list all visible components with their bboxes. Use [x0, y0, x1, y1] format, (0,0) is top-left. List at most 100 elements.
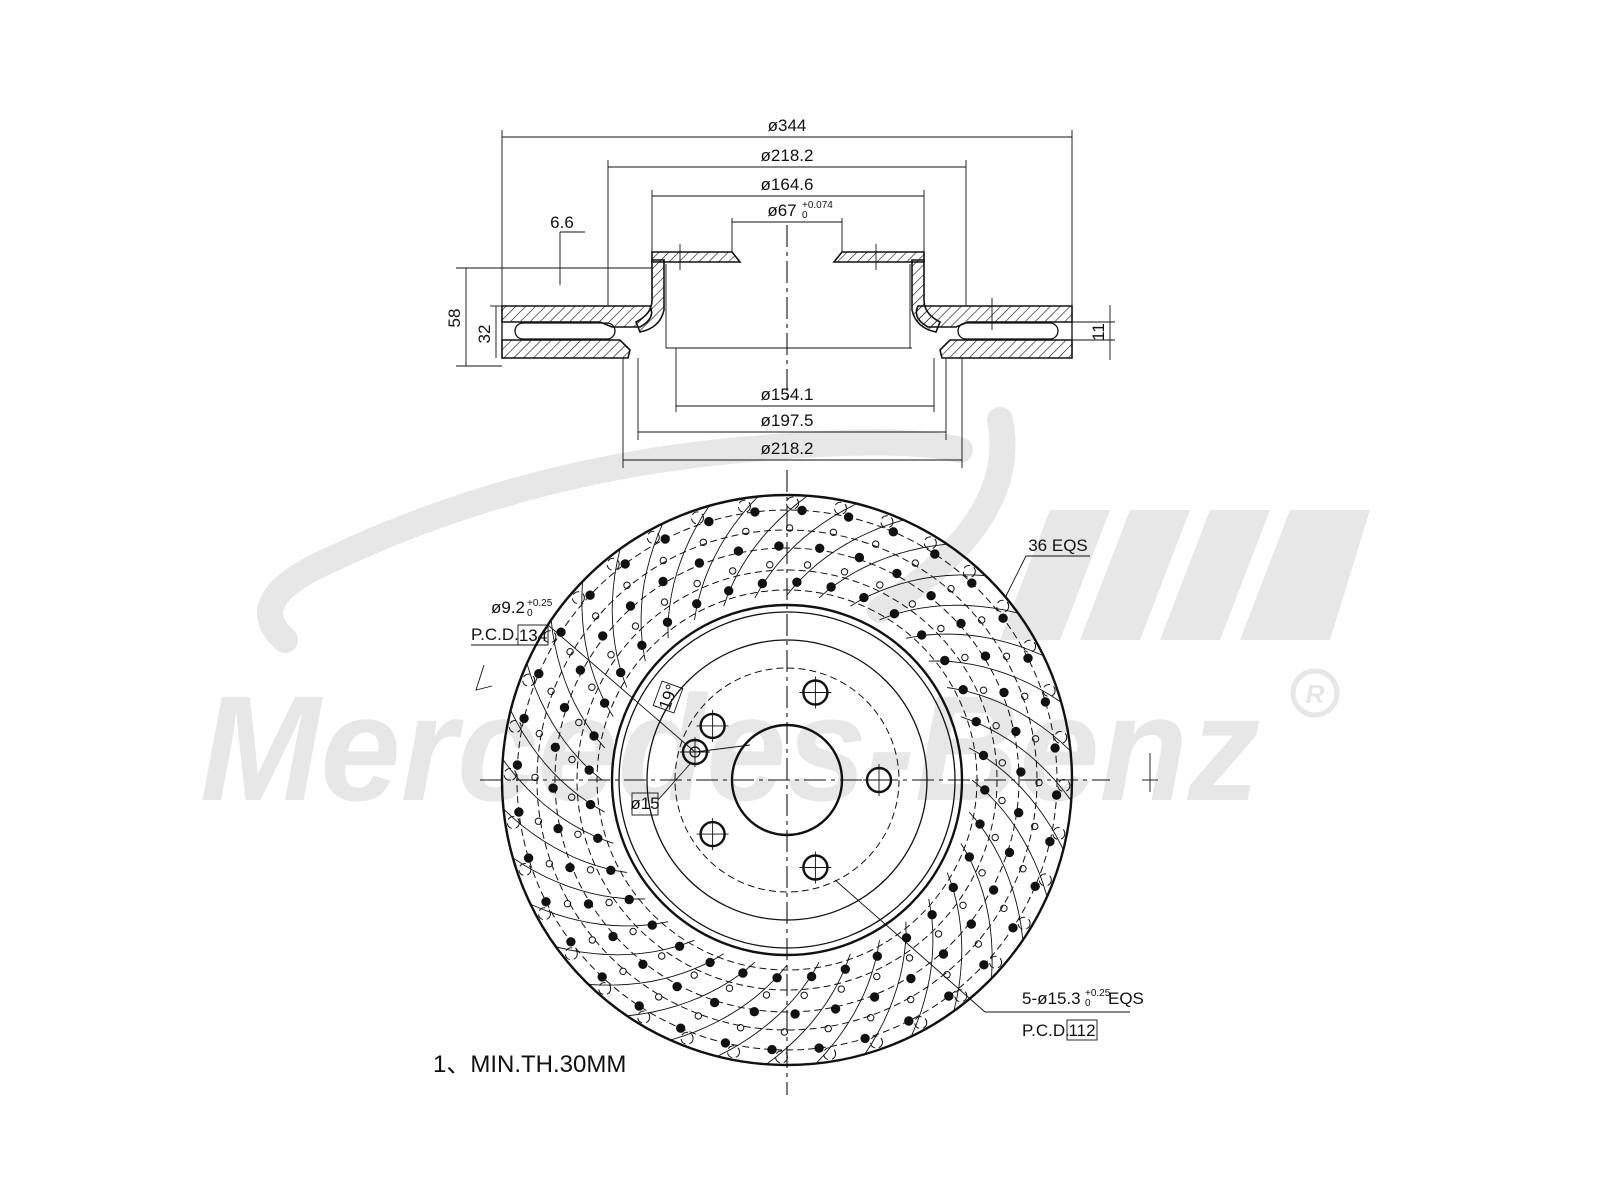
edge-scallop: [962, 564, 976, 578]
edge-scallop: [506, 816, 520, 830]
drill-hole: [1051, 790, 1062, 800]
edge-scallop: [914, 1016, 928, 1030]
drill-hole: [826, 582, 836, 592]
drill-hole: [948, 882, 958, 893]
curved-slot: [717, 961, 820, 1057]
drill-hole: [720, 1038, 731, 1048]
drill-hole: [1019, 865, 1027, 873]
drill-hole: [873, 972, 881, 981]
drill-hole: [998, 796, 1006, 805]
drill-hole: [660, 598, 669, 606]
drill-hole: [694, 1012, 702, 1020]
registered-mark-icon: [1290, 668, 1340, 718]
curved-slot: [550, 620, 606, 749]
drill-hole: [1023, 653, 1033, 663]
watermark-brand: Mercedes-Benz: [200, 664, 1260, 832]
drill-hole: [605, 898, 613, 907]
section-view: [501, 225, 1073, 400]
drill-hole: [736, 1024, 745, 1032]
curved-slots: [502, 495, 1072, 1065]
vent-right: [957, 322, 1059, 340]
drill-hole: [655, 993, 663, 1001]
drill-hole: [905, 954, 914, 962]
drill-hole: [699, 538, 707, 546]
drill-hole: [588, 936, 596, 944]
curved-slot: [589, 953, 724, 986]
drill-hole: [690, 971, 698, 979]
edge-scallop: [680, 1031, 694, 1045]
watermark-registered: R: [1306, 679, 1325, 709]
drill-hole: [876, 581, 884, 589]
drill-hole: [559, 702, 570, 713]
drill-hole: [917, 630, 927, 640]
curved-slot: [627, 961, 756, 1017]
drill-hole: [830, 1004, 841, 1014]
drill-hole: [629, 927, 637, 936]
drill-hole: [705, 957, 715, 968]
curved-slot: [513, 857, 646, 900]
drill-hole: [575, 718, 583, 727]
drill-hole: [767, 1044, 777, 1055]
edge-scallop: [823, 1047, 837, 1061]
label-hole-count: 36 EQS: [1028, 536, 1088, 555]
drill-hole: [593, 833, 603, 843]
disc-outer-edge: [500, 493, 1074, 1067]
drill-hole: [749, 1007, 759, 1017]
drill-hole: [624, 894, 634, 905]
drill-hole: [904, 1016, 914, 1026]
drill-hole: [978, 616, 986, 624]
drill-hole: [1050, 743, 1060, 753]
edge-scallop: [880, 515, 894, 529]
drill-hole: [1002, 652, 1011, 660]
drill-hole: [961, 653, 969, 662]
edge-scallop: [564, 947, 578, 961]
label-pin-bore: ø15: [630, 794, 659, 813]
label-pin-hole-tol-lower: 0: [527, 608, 533, 619]
drill-holes: [503, 496, 1071, 1064]
edge-scallop: [1057, 779, 1071, 792]
edge-scallop: [786, 496, 799, 510]
edge-scallop: [598, 982, 612, 996]
dim-center-bore-tol-upper: +0.074: [802, 200, 833, 211]
drill-hole: [785, 524, 794, 532]
curved-slot: [960, 716, 1072, 801]
curved-slot: [766, 953, 851, 1065]
drill-hole: [792, 577, 802, 587]
curved-slot: [968, 747, 1064, 850]
drill-hole: [978, 869, 986, 877]
label-bolt-pcd: P.C.D.: [1022, 1021, 1070, 1040]
curved-slot: [911, 898, 934, 1037]
edge-scallop: [1038, 873, 1052, 887]
right-hat-wall: [911, 259, 942, 333]
curved-slot: [530, 904, 669, 927]
edge-scallop: [522, 673, 536, 687]
drill-hole: [566, 648, 574, 656]
edge-scallop: [518, 863, 532, 876]
drill-hole: [575, 665, 586, 675]
drill-hole: [964, 852, 975, 862]
drill-hole: [1035, 778, 1043, 787]
dim-vent-gap: 11: [1089, 323, 1108, 341]
curved-slot: [971, 779, 1048, 897]
drill-hole: [888, 527, 898, 537]
drill-hole: [704, 516, 714, 527]
drill-hole: [660, 534, 670, 544]
curved-slot: [946, 872, 963, 1011]
drill-hole: [901, 933, 912, 943]
drill-hole: [978, 750, 989, 761]
edge-scallop: [996, 599, 1010, 613]
dim-disc-thickness: 32: [475, 325, 494, 344]
dim-friction-inner: ø197.5: [761, 411, 814, 430]
drill-hole: [598, 631, 608, 641]
curved-slot: [694, 496, 758, 620]
drill-hole: [631, 622, 640, 630]
drill-hole: [584, 765, 594, 775]
curved-slot: [526, 663, 603, 781]
drill-hole: [548, 783, 558, 793]
drill-hole: [541, 897, 551, 907]
drill-hole: [971, 717, 981, 727]
edge-scallop: [691, 511, 704, 525]
drill-hole: [599, 698, 610, 708]
note-min-thickness: 1、MIN.TH.30MM: [433, 1051, 626, 1078]
